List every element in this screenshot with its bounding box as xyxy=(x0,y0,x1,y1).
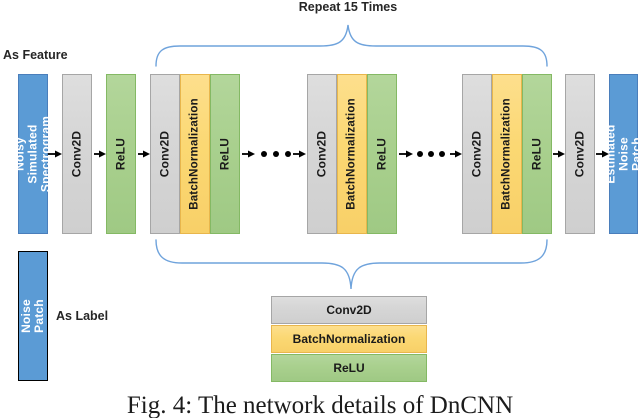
relu-box-first: ReLU xyxy=(106,74,136,234)
batchnorm-label: BatchNormalization xyxy=(188,98,201,210)
figure-caption: Fig. 4: The network details of DnCNN xyxy=(126,392,514,418)
dot xyxy=(273,151,279,157)
arrow-head xyxy=(248,150,255,158)
input-spectrogram-label: Noisy Simulated Spectrogram xyxy=(12,115,53,193)
arrow-head xyxy=(99,150,106,158)
relu-box: ReLU xyxy=(522,74,552,234)
relu-label: ReLU xyxy=(217,137,232,171)
repeat-group-2: Conv2D BatchNormalization ReLU xyxy=(307,74,397,234)
dot xyxy=(261,151,267,157)
conv2d-box-first: Conv2D xyxy=(62,74,92,234)
conv2d-box: Conv2D xyxy=(307,74,337,234)
conv2d-label: Conv2D xyxy=(572,130,587,178)
batchnorm-label: BatchNormalization xyxy=(345,98,358,210)
output-noise-patch-label: Estimated Noise Patch xyxy=(603,124,640,184)
relu-label: ReLU xyxy=(374,137,389,171)
relu-label: ReLU xyxy=(113,137,128,171)
relu-box: ReLU xyxy=(210,74,240,234)
legend-relu: ReLU xyxy=(271,354,427,382)
input-spectrogram-box: Noisy Simulated Spectrogram xyxy=(13,74,53,234)
batchnorm-label: BatchNormalization xyxy=(500,98,513,210)
batchnorm-box: BatchNormalization xyxy=(492,74,522,234)
bottom-brace xyxy=(155,239,548,290)
output-noise-patch-box: Estimated Noise Patch xyxy=(603,74,640,234)
dot xyxy=(439,151,445,157)
batchnorm-box: BatchNormalization xyxy=(337,74,367,234)
arrow-head xyxy=(143,150,150,158)
conv2d-box: Conv2D xyxy=(462,74,492,234)
arrow-head xyxy=(299,150,306,158)
legend-conv2d: Conv2D xyxy=(271,296,427,324)
arrow-head xyxy=(406,150,413,158)
conv2d-box: Conv2D xyxy=(150,74,180,234)
conv2d-label: Conv2D xyxy=(157,130,172,178)
relu-label: ReLU xyxy=(529,137,544,171)
dot xyxy=(417,151,423,157)
conv2d-label: Conv2D xyxy=(69,130,84,178)
repeat-group-3: Conv2D BatchNormalization ReLU xyxy=(462,74,552,234)
conv2d-box-last: Conv2D xyxy=(565,74,595,234)
as-label-label: As Label xyxy=(56,309,109,323)
conv2d-label: Conv2D xyxy=(314,130,329,178)
as-feature-label: As Feature xyxy=(3,48,68,62)
arrow-head xyxy=(55,150,62,158)
top-brace xyxy=(155,24,548,67)
arrow-head xyxy=(558,150,565,158)
dot xyxy=(285,151,291,157)
noise-patch-label: Noise Patch xyxy=(19,299,46,333)
relu-box: ReLU xyxy=(367,74,397,234)
dot xyxy=(428,151,434,157)
repeat-label: Repeat 15 Times xyxy=(298,0,398,14)
batchnorm-box: BatchNormalization xyxy=(180,74,210,234)
repeat-group-1: Conv2D BatchNormalization ReLU xyxy=(150,74,240,234)
arrow-head xyxy=(455,150,462,158)
conv2d-label: Conv2D xyxy=(469,130,484,178)
legend-stack: Conv2D BatchNormalization ReLU xyxy=(271,296,427,382)
noise-patch-box: Noise Patch xyxy=(18,251,48,381)
legend-batchnorm: BatchNormalization xyxy=(271,325,427,353)
